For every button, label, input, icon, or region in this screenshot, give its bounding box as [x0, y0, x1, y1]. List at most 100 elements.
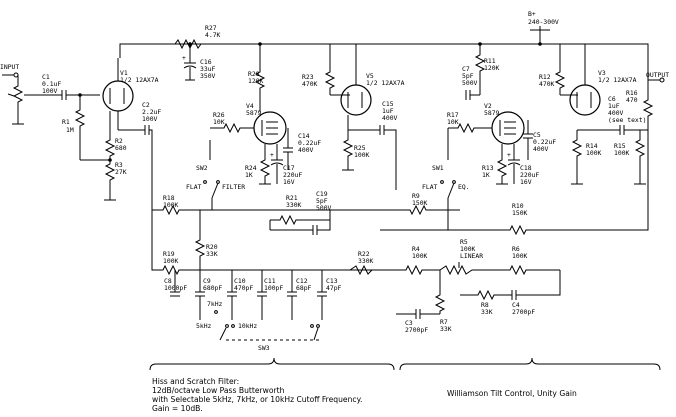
- r27-ref: R27: [205, 24, 217, 32]
- b-plus-supply: B+ 240-300V: [528, 10, 559, 44]
- r13-ref: R13: [482, 164, 494, 172]
- c19-ref: C19: [316, 190, 328, 198]
- r17-resistor: R17 10K: [447, 111, 492, 134]
- v2-type: 5879: [484, 109, 500, 117]
- r15-value: 100K: [614, 149, 630, 157]
- b-plus-label: B+: [528, 10, 536, 18]
- c14-capacitor: C14 0.22uF 400V: [283, 128, 321, 170]
- c1-rating: 100V: [42, 87, 58, 95]
- r5-ref: R5: [460, 238, 468, 246]
- b-plus-voltage: 240-300V: [528, 18, 559, 26]
- r23-ref: R23: [302, 73, 314, 81]
- c5-value: 0.22uF: [533, 138, 556, 146]
- c5-rating: 400V: [533, 145, 549, 153]
- v2-ref: V2: [484, 102, 492, 110]
- c6-value: 1uF: [608, 102, 620, 110]
- c2-rating: 100V: [142, 115, 158, 123]
- c4-ref: C4: [512, 301, 520, 309]
- r25-resistor: R25 100K: [342, 115, 370, 171]
- c9-value: 680pF: [203, 284, 222, 292]
- r10-value: 150K: [512, 209, 528, 217]
- r20-ref: R20: [206, 243, 218, 251]
- sw1-switch[interactable]: SW1 FLAT EQ.: [422, 128, 470, 230]
- c17-rating: 16V: [283, 178, 295, 186]
- r22-value: 330K: [358, 257, 374, 265]
- r28-value: 120K: [248, 77, 264, 85]
- r22-resistor: R22 330K: [349, 250, 374, 276]
- r4-value: 100K: [412, 252, 428, 260]
- r19-ref: R19: [163, 250, 175, 258]
- r5-potentiometer[interactable]: R5 100K LINEAR: [439, 238, 500, 276]
- r22-ref: R22: [358, 250, 370, 258]
- c5-ref: C5: [533, 131, 541, 139]
- input-volume-pot[interactable]: [7, 75, 24, 125]
- sw3-ref: SW3: [258, 344, 270, 352]
- c9-ref: C9: [203, 277, 211, 285]
- c16-rating: 350V: [200, 72, 216, 80]
- r1-ref: R1: [62, 118, 70, 126]
- r12-ref: R12: [539, 73, 551, 81]
- r1-value: 1M: [66, 126, 74, 134]
- c10-value: 470pF: [234, 284, 253, 292]
- r8-ref: R8: [481, 301, 489, 309]
- output-label: OUTPUT: [646, 71, 669, 79]
- c9-capacitor: C9 680pF: [195, 270, 222, 320]
- filter-caption-line1: Hiss and Scratch Filter:: [152, 377, 239, 386]
- r25-ref: R25: [354, 144, 366, 152]
- svg-text:+: +: [270, 151, 274, 159]
- c3-value: 2700pF: [405, 326, 428, 334]
- r17-ref: R17: [447, 111, 459, 119]
- c1-ref: C1: [42, 73, 50, 81]
- r1-resistor: R1 1M: [62, 93, 86, 150]
- r19-resistor: R19 100K: [151, 200, 400, 276]
- c2-capacitor: C2 2.2uF 100V: [117, 101, 161, 200]
- c18-value: 220uF: [520, 171, 539, 179]
- input-label: INPUT: [0, 63, 19, 71]
- c6-capacitor: C6 1uF 400V (see text): [577, 95, 648, 135]
- c10-capacitor: C10 470pF: [227, 270, 253, 320]
- tilt-section-bracket: [399, 357, 661, 371]
- c7-rating: 500V: [462, 79, 478, 87]
- c15-ref: C15: [382, 100, 394, 108]
- c11-value: 100pF: [264, 284, 283, 292]
- c2-value: 2.2uF: [142, 108, 161, 116]
- c15-capacitor: C15 1uF 400V: [348, 100, 398, 190]
- r26-resistor: R26 10K: [210, 111, 254, 134]
- r23-value: 470K: [302, 80, 318, 88]
- r5-value: 100K: [460, 245, 476, 253]
- sw2-ref: SW2: [196, 164, 208, 172]
- r6-ref: R6: [512, 245, 520, 253]
- input-jack[interactable]: INPUT: [0, 63, 19, 78]
- c14-rating: 400V: [298, 146, 314, 154]
- r21-resistor: R21 330K: [270, 194, 330, 226]
- c16-value: 33uF: [200, 65, 216, 73]
- c13-capacitor: C13 47pF: [317, 270, 342, 320]
- c17-value: 220uF: [283, 171, 302, 179]
- v3-ref: V3: [598, 69, 606, 77]
- c12-value: 68pF: [296, 284, 312, 292]
- c19-value: 5pF: [316, 197, 328, 205]
- sw3-switch[interactable]: 7kHz 5kHz 10kHz SW3: [196, 300, 322, 352]
- filter-section-bracket: [149, 357, 395, 371]
- r11-value: 120K: [484, 64, 500, 72]
- tube-v5: V5 1/2 12AX7A: [340, 44, 405, 116]
- r19-value: 100K: [163, 257, 179, 265]
- c6-note: (see text): [608, 116, 646, 124]
- r4-ref: R4: [412, 245, 420, 253]
- sw2-switch[interactable]: SW2 FLAT FILTER: [186, 140, 245, 210]
- r26-ref: R26: [213, 111, 225, 119]
- c7-value: 5pF: [462, 72, 474, 80]
- output-jack[interactable]: OUTPUT: [646, 71, 669, 83]
- filter-caption-line3: with Selectable 5kHz, 7kHz, or 10kHz Cut…: [152, 395, 362, 404]
- c1-capacitor: C1 0.1uF 100V: [24, 73, 100, 100]
- r13-resistor: R13 1K: [482, 144, 508, 185]
- c19-rating: 500V: [316, 204, 332, 212]
- r7-resistor: R7 33K: [434, 270, 452, 333]
- c13-value: 47pF: [326, 284, 342, 292]
- c10-ref: C10: [234, 277, 246, 285]
- r11-ref: R11: [484, 57, 496, 65]
- filter-caption-line4: Gain = 10dB.: [152, 404, 203, 413]
- c4-capacitor: C4 2700pF: [500, 270, 561, 316]
- r2-ref: R2: [115, 137, 123, 145]
- r12-resistor: R12 470K: [539, 44, 578, 96]
